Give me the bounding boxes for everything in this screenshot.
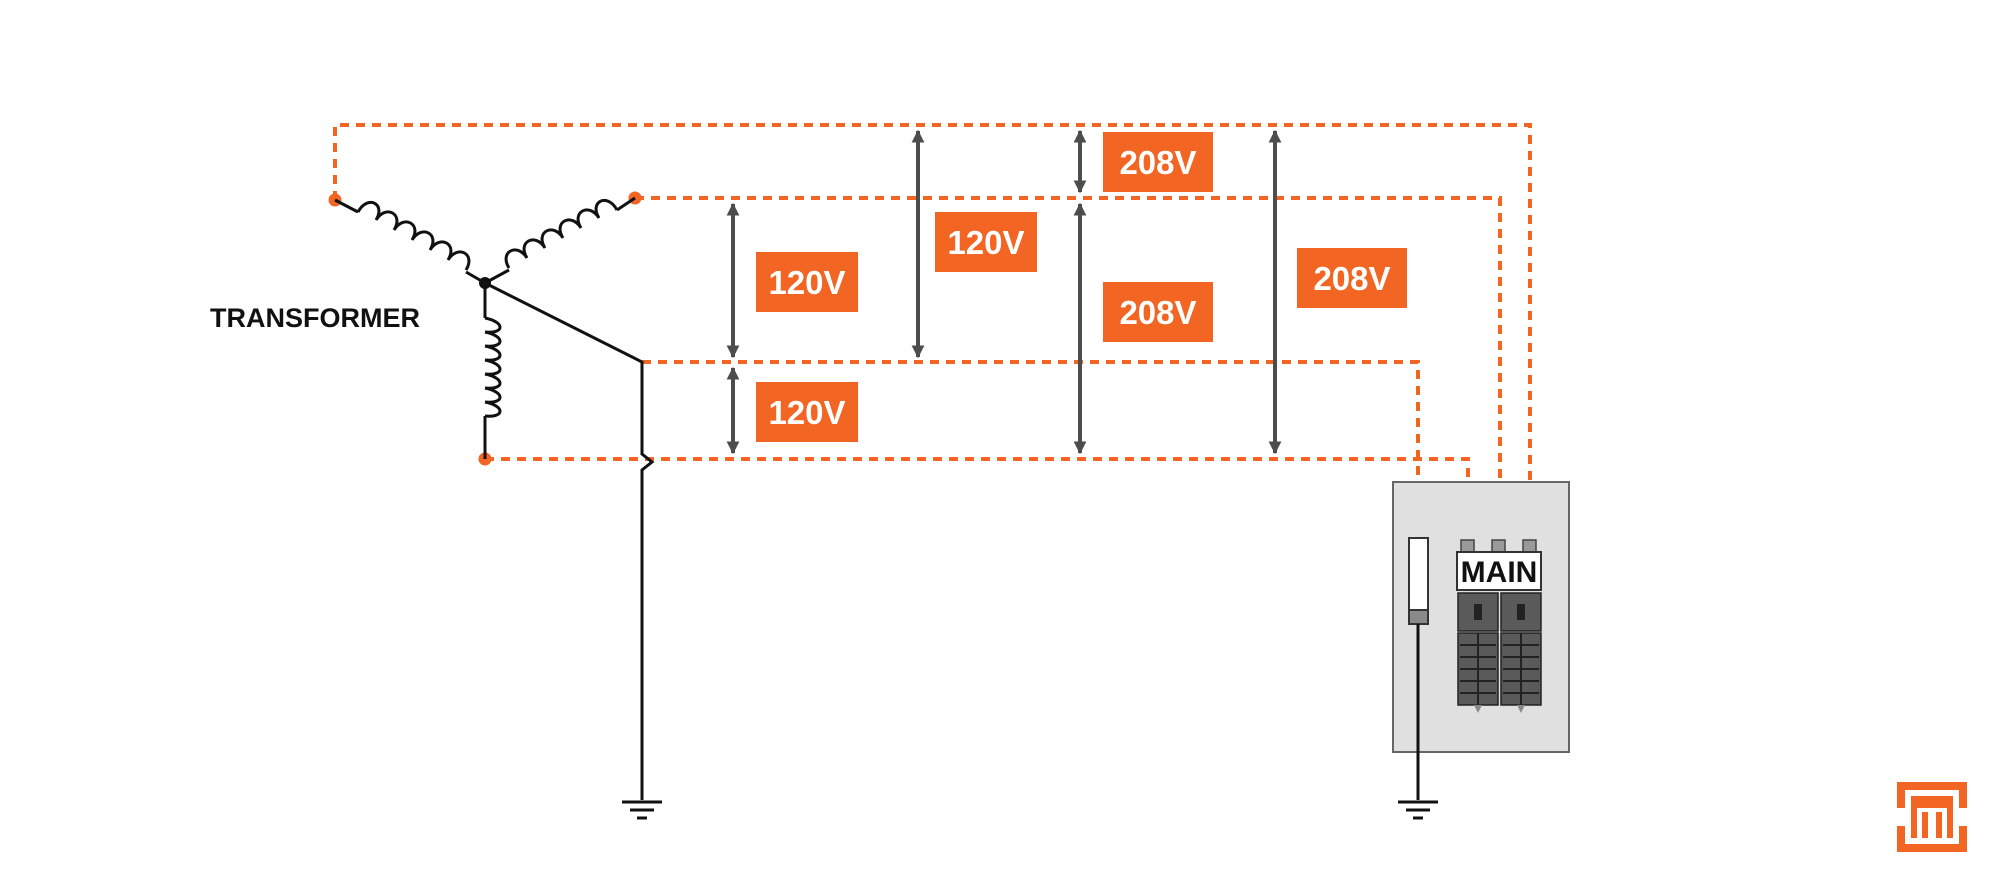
conductor-top [333, 123, 1532, 540]
main-breaker [1457, 592, 1542, 632]
panel-ground-icon [1398, 800, 1438, 820]
conductor-bottom [485, 457, 1470, 540]
svg-text:120V: 120V [768, 264, 845, 301]
service-panel: MAIN [1392, 481, 1570, 800]
main-breaker-label: MAIN [1461, 556, 1538, 589]
svg-text:208V: 208V [1119, 144, 1196, 181]
brand-logo-icon [1897, 782, 1967, 852]
voltage-label-phase-a-neutral: 120V [756, 252, 858, 312]
voltage-arrows [726, 129, 1282, 455]
star-point [479, 277, 491, 289]
svg-text:208V: 208V [1313, 260, 1390, 297]
neutral-bar [1408, 537, 1429, 625]
svg-text:120V: 120V [768, 394, 845, 431]
phase-conductors [333, 123, 1532, 540]
voltage-label-phase-b-neutral: 120V [935, 212, 1037, 272]
voltage-label-phase-ac: 208V [1297, 248, 1407, 308]
voltage-label-phase-c-neutral: 120V [756, 382, 858, 442]
voltage-label-phase-bc: 208V [1103, 282, 1213, 342]
voltage-label-phase-ab: 208V [1103, 132, 1213, 192]
transformer-label: TRANSFORMER [210, 303, 420, 333]
conductor-neutral [642, 360, 1420, 540]
svg-text:208V: 208V [1119, 294, 1196, 331]
svg-text:120V: 120V [947, 224, 1024, 261]
transformer-ground-icon [622, 800, 662, 820]
main-lugs [1460, 539, 1537, 553]
transformer-windings [334, 196, 655, 800]
